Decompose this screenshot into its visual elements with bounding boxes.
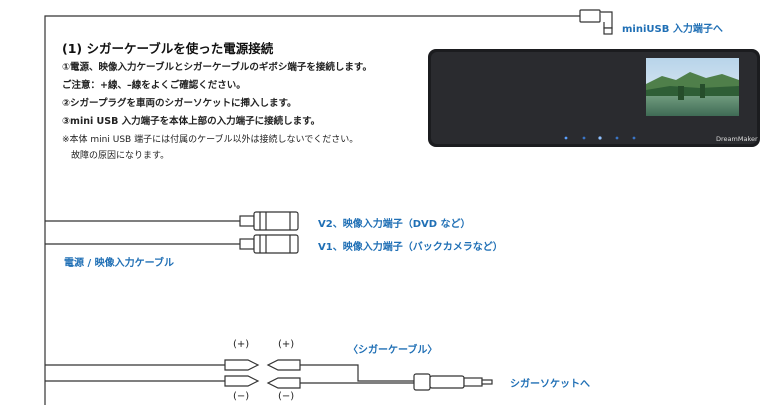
instruction-step-3: ③mini USB 入力端子を本体上部の入力端子に接続します。	[62, 116, 321, 127]
cigar-plug-icon	[413, 373, 493, 391]
label-v2: V2、映像入力端子（DVD など）	[318, 219, 471, 230]
label-v1: V1、映像入力端子（バックカメラなど）	[318, 242, 503, 253]
instruction-note-2: 故障の原因になります。	[62, 151, 170, 161]
spade-terminal-right-plus-icon	[266, 359, 301, 371]
rca-connector-v1-icon	[239, 234, 299, 254]
mirror-device-image	[428, 49, 760, 147]
instruction-step-2: ②シガープラグを車両のシガーソケットに挿入します。	[62, 98, 297, 109]
label-power-cable: 電源 / 映像入力ケーブル	[64, 258, 175, 269]
instruction-caution: ご注意：+線、–線をよくご確認ください。	[62, 80, 246, 91]
label-miniusb: miniUSB 入力端子へ	[622, 24, 723, 35]
cable-to-miniusb	[44, 15, 580, 405]
polarity-minus-left: (−)	[233, 391, 250, 402]
rca-connector-v2-icon	[239, 211, 299, 231]
instruction-step-1: ①電源、映像入力ケーブルとシガーケーブルのギボシ端子を接続します。	[62, 62, 372, 73]
instruction-note: ※本体 mini USB 端子には付属のケーブル以外は接続しないでください。	[62, 135, 359, 145]
spade-terminal-right-minus-icon	[266, 377, 301, 389]
spade-terminal-left-plus-icon	[224, 359, 260, 371]
spade-terminal-left-minus-icon	[224, 375, 260, 387]
label-cigar-cable: 〈シガーケーブル〉	[348, 345, 438, 356]
page-title: (1) シガーケーブルを使った電源接続	[62, 41, 274, 56]
device-brand-label: DreamMaker	[716, 135, 758, 143]
miniusb-plug-icon	[579, 9, 613, 35]
cigar-cable-plus	[300, 364, 414, 382]
label-cigar-socket: シガーソケットへ	[510, 379, 590, 390]
polarity-minus-right: (−)	[278, 391, 295, 402]
polarity-plus-left: (+)	[233, 339, 250, 350]
polarity-plus-right: (+)	[278, 339, 295, 350]
